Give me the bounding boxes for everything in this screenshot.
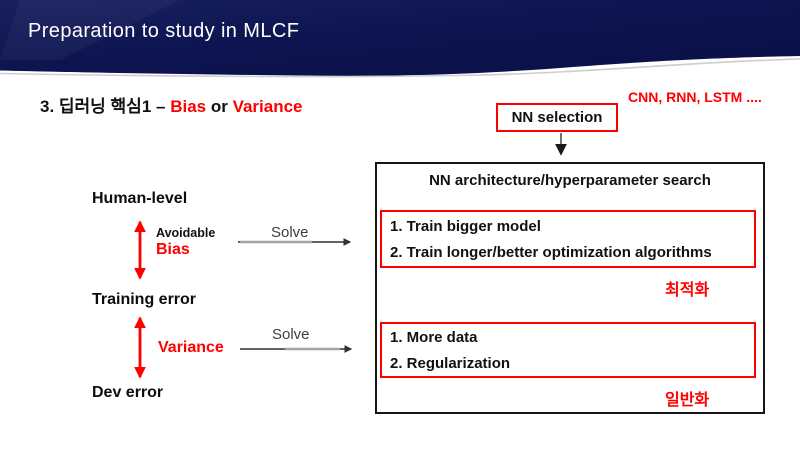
avoidable-label: Avoidable bbox=[156, 226, 216, 240]
banner-shape bbox=[0, 0, 800, 76]
optimization-box: 1. Train bigger model 2. Train longer/be… bbox=[380, 210, 756, 268]
optimization-caption: 최적화 bbox=[665, 282, 710, 299]
header-banner bbox=[0, 0, 800, 78]
nn-search-box: NN architecture/hyperparameter search 1.… bbox=[375, 162, 765, 414]
generalization-item: 2. Regularization bbox=[390, 354, 511, 372]
optimization-item: 1. Train bigger model bbox=[390, 217, 541, 235]
solve-label-bias: Solve bbox=[271, 224, 309, 241]
slide-title-variance: Variance bbox=[232, 97, 303, 116]
banner-underline-curve bbox=[0, 58, 800, 78]
generalization-caption: 일반화 bbox=[665, 392, 710, 409]
nn-selection-label: NN selection bbox=[511, 109, 603, 126]
generalization-item: 1. More data bbox=[390, 328, 478, 346]
human-level-label: Human-level bbox=[92, 190, 188, 207]
training-error-label: Training error bbox=[92, 291, 197, 308]
nn-search-box-title: NN architecture/hyperparameter search bbox=[429, 172, 711, 189]
variance-label: Variance bbox=[158, 339, 224, 356]
solve-label-variance: Solve bbox=[272, 326, 310, 343]
generalization-box: 1. More data 2. Regularization bbox=[380, 322, 756, 378]
slide-title: 3. 딥러닝 핵심1 – Bias or Variance bbox=[40, 92, 303, 117]
dev-error-label: Dev error bbox=[92, 384, 164, 401]
slide-title-or: or bbox=[206, 97, 233, 116]
slide-title-prefix: 3. 딥러닝 핵심1 – bbox=[40, 97, 171, 116]
banner-sheen bbox=[0, 0, 180, 60]
header-title: Preparation to study in MLCF bbox=[28, 20, 300, 42]
nn-selection-box: NN selection bbox=[496, 103, 618, 132]
optimization-item: 2. Train longer/better optimization algo… bbox=[390, 243, 712, 261]
bias-label: Bias bbox=[156, 241, 190, 258]
slide-title-bias: Bias bbox=[170, 97, 207, 116]
nn-types-annotation: CNN, RNN, LSTM .... bbox=[628, 89, 762, 105]
